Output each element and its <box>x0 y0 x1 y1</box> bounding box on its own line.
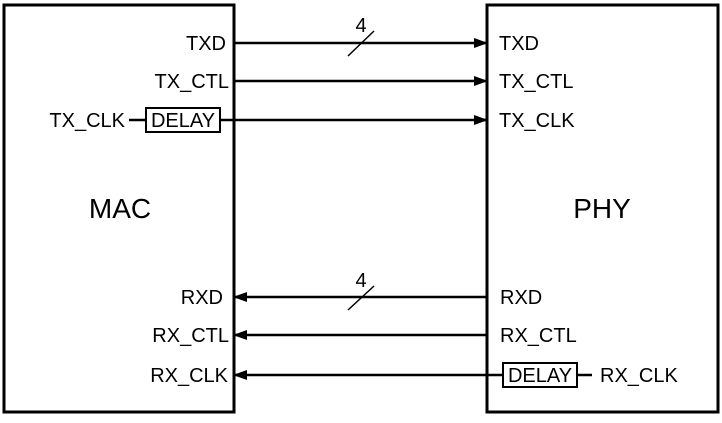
mac-block-outline <box>2 3 236 414</box>
bus-slash-rxd <box>347 285 375 311</box>
mac-label-rx-clk: RX_CLK <box>150 365 228 387</box>
bus-width-txd: 4 <box>355 15 366 37</box>
delay-label-rx: DELAY <box>508 365 572 387</box>
delay-box-rx <box>502 362 578 388</box>
phy-label-txd: TXD <box>499 33 539 55</box>
signal-txd: TXD 4 TXD <box>186 15 539 57</box>
phy-label-rx-ctl: RX_CTL <box>500 325 577 347</box>
signal-rxd: RXD 4 RXD <box>181 270 542 311</box>
delay-label-tx: DELAY <box>151 110 215 132</box>
phy-block-outline <box>485 3 720 414</box>
phy-label-rxd: RXD <box>500 287 542 309</box>
signal-tx-clk: TX_CLK DELAY TX_CLK <box>49 107 575 133</box>
mac-block: MAC <box>2 3 236 414</box>
phy-block-label: PHY <box>573 193 631 224</box>
mac-label-txd: TXD <box>186 33 226 55</box>
mac-label-rx-ctl: RX_CTL <box>152 325 229 347</box>
signal-rx-clk: RX_CLK DELAY RX_CLK <box>150 362 678 388</box>
phy-label-rx-clk: RX_CLK <box>600 365 678 387</box>
bus-width-rxd: 4 <box>355 270 366 292</box>
mac-label-tx-ctl: TX_CTL <box>155 71 229 93</box>
signal-tx-ctl: TX_CTL TX_CTL <box>155 71 574 93</box>
phy-label-tx-ctl: TX_CTL <box>499 71 573 93</box>
mac-label-tx-clk: TX_CLK <box>49 110 125 132</box>
mac-block-label: MAC <box>89 193 151 224</box>
phy-label-tx-clk: TX_CLK <box>499 110 575 132</box>
bus-slash-txd <box>347 30 375 57</box>
phy-block: PHY <box>485 3 720 414</box>
signal-rx-ctl: RX_CTL RX_CTL <box>152 325 576 347</box>
mac-label-rxd: RXD <box>181 287 223 309</box>
